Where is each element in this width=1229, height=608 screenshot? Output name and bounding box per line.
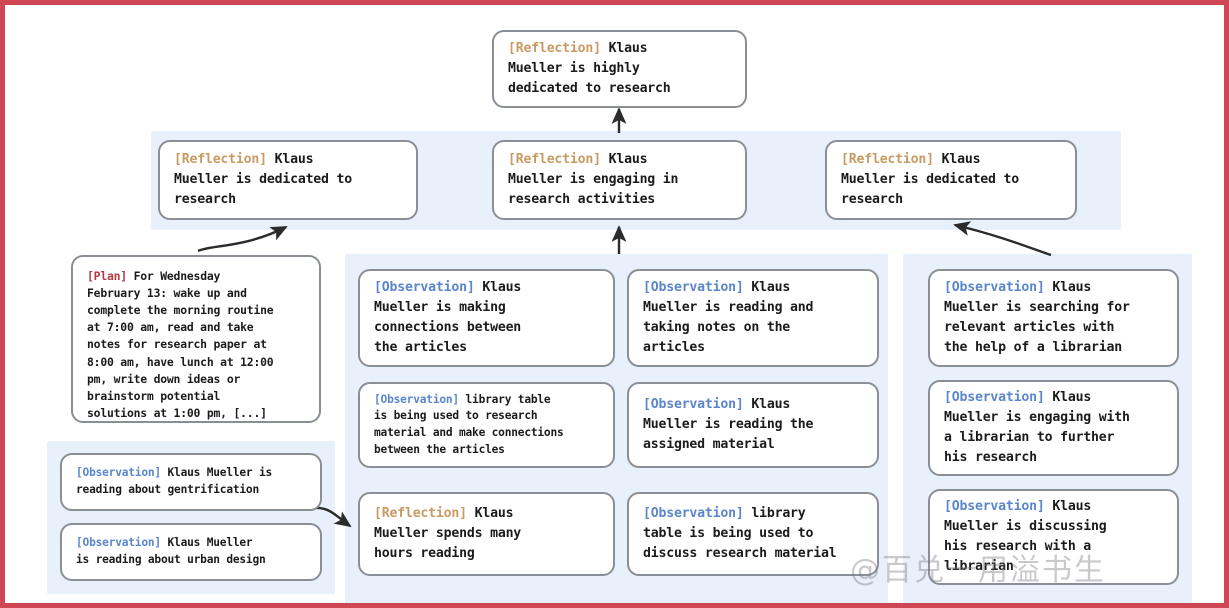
node-text: Klaus Mueller is engaging with a librari… — [944, 389, 1130, 466]
node-observation-discuss-research-text: [Observation] library table is being use… — [643, 504, 837, 564]
node-reflection-left-text: [Reflection] Klaus Mueller is dedicated … — [174, 150, 352, 210]
tag-observation: [Observation] — [643, 279, 744, 295]
tag-observation: [Observation] — [643, 396, 744, 412]
node-text: Klaus Mueller is reading about gentrific… — [76, 466, 273, 496]
node-text: Klaus Mueller is making connections betw… — [374, 279, 522, 356]
tag-observation: [Observation] — [944, 498, 1045, 514]
node-observation-discussing-librarian[interactable]: [Observation] Klaus Mueller is discussin… — [928, 489, 1179, 585]
tag-observation: [Observation] — [374, 392, 459, 406]
node-text: Klaus Mueller is dedicated to research — [841, 151, 1020, 208]
node-text: Klaus Mueller is reading and taking note… — [643, 279, 814, 356]
node-text: Klaus Mueller is reading about urban des… — [76, 536, 266, 566]
tag-observation: [Observation] — [944, 389, 1045, 405]
node-observation-connections[interactable]: [Observation] Klaus Mueller is making co… — [358, 269, 615, 367]
node-reflection-right[interactable]: [Reflection] Klaus Mueller is dedicated … — [825, 140, 1077, 220]
node-observation-assigned-material-text: [Observation] Klaus Mueller is reading t… — [643, 395, 813, 455]
tag-reflection: [Reflection] — [508, 151, 601, 167]
node-text: library table is being used to research … — [374, 392, 564, 456]
node-text: library table is being used to discuss r… — [643, 505, 837, 562]
node-observation-gentrification-text: [Observation] Klaus Mueller is reading a… — [76, 465, 272, 498]
tag-reflection: [Reflection] — [841, 151, 934, 167]
tag-plan: [Plan] — [87, 269, 127, 283]
tag-reflection: [Reflection] — [374, 505, 467, 521]
node-text: Klaus Mueller is highly dedicated to res… — [508, 40, 671, 97]
node-reflection-hours-reading[interactable]: [Reflection] Klaus Mueller spends many h… — [358, 492, 615, 576]
node-reflection-right-text: [Reflection] Klaus Mueller is dedicated … — [841, 150, 1019, 210]
node-root-reflection[interactable]: [Reflection] Klaus Mueller is highly ded… — [492, 30, 747, 108]
node-reflection-hours-reading-text: [Reflection] Klaus Mueller spends many h… — [374, 504, 521, 564]
node-reflection-left[interactable]: [Reflection] Klaus Mueller is dedicated … — [158, 140, 418, 220]
node-observation-urban-design[interactable]: [Observation] Klaus Mueller is reading a… — [60, 523, 322, 581]
node-observation-library-table-connections-text: [Observation] library table is being use… — [374, 392, 564, 458]
node-text: Klaus Mueller is discussing his research… — [944, 498, 1107, 575]
node-reflection-center-text: [Reflection] Klaus Mueller is engaging i… — [508, 150, 678, 210]
node-reflection-center[interactable]: [Reflection] Klaus Mueller is engaging i… — [492, 140, 747, 220]
node-plan-text: [Plan] For Wednesday February 13: wake u… — [87, 268, 274, 421]
node-observation-assigned-material[interactable]: [Observation] Klaus Mueller is reading t… — [627, 382, 879, 468]
node-observation-reading-notes-text: [Observation] Klaus Mueller is reading a… — [643, 278, 813, 358]
node-observation-discuss-research[interactable]: [Observation] library table is being use… — [627, 492, 879, 576]
tag-reflection: [Reflection] — [174, 151, 267, 167]
tag-observation: [Observation] — [76, 536, 161, 550]
tag-observation: [Observation] — [76, 466, 161, 480]
node-observation-searching-articles-text: [Observation] Klaus Mueller is searching… — [944, 278, 1130, 358]
node-observation-searching-articles[interactable]: [Observation] Klaus Mueller is searching… — [928, 269, 1179, 367]
node-observation-discussing-librarian-text: [Observation] Klaus Mueller is discussin… — [944, 497, 1107, 577]
node-observation-gentrification[interactable]: [Observation] Klaus Mueller is reading a… — [60, 453, 322, 511]
node-observation-reading-notes[interactable]: [Observation] Klaus Mueller is reading a… — [627, 269, 879, 367]
node-text: Klaus Mueller is reading the assigned ma… — [643, 396, 814, 453]
node-text: Klaus Mueller spends many hours reading — [374, 505, 522, 562]
node-text: Klaus Mueller is dedicated to research — [174, 151, 353, 208]
node-observation-engaging-librarian-text: [Observation] Klaus Mueller is engaging … — [944, 388, 1130, 468]
tag-reflection: [Reflection] — [508, 40, 601, 56]
node-observation-connections-text: [Observation] Klaus Mueller is making co… — [374, 278, 521, 358]
node-root-reflection-text: [Reflection] Klaus Mueller is highly ded… — [508, 39, 671, 99]
watermark: @百兑一用溢书生 — [850, 553, 1106, 588]
node-observation-engaging-librarian[interactable]: [Observation] Klaus Mueller is engaging … — [928, 380, 1179, 476]
node-text: Klaus Mueller is searching for relevant … — [944, 279, 1130, 356]
node-plan[interactable]: [Plan] For Wednesday February 13: wake u… — [71, 255, 321, 423]
node-text: For Wednesday February 13: wake up and c… — [87, 269, 274, 420]
tag-observation: [Observation] — [944, 279, 1045, 295]
node-observation-urban-design-text: [Observation] Klaus Mueller is reading a… — [76, 535, 266, 568]
node-observation-library-table-connections[interactable]: [Observation] library table is being use… — [358, 382, 615, 468]
node-text: Klaus Mueller is engaging in research ac… — [508, 151, 679, 208]
tag-observation: [Observation] — [643, 505, 744, 521]
tag-observation: [Observation] — [374, 279, 475, 295]
